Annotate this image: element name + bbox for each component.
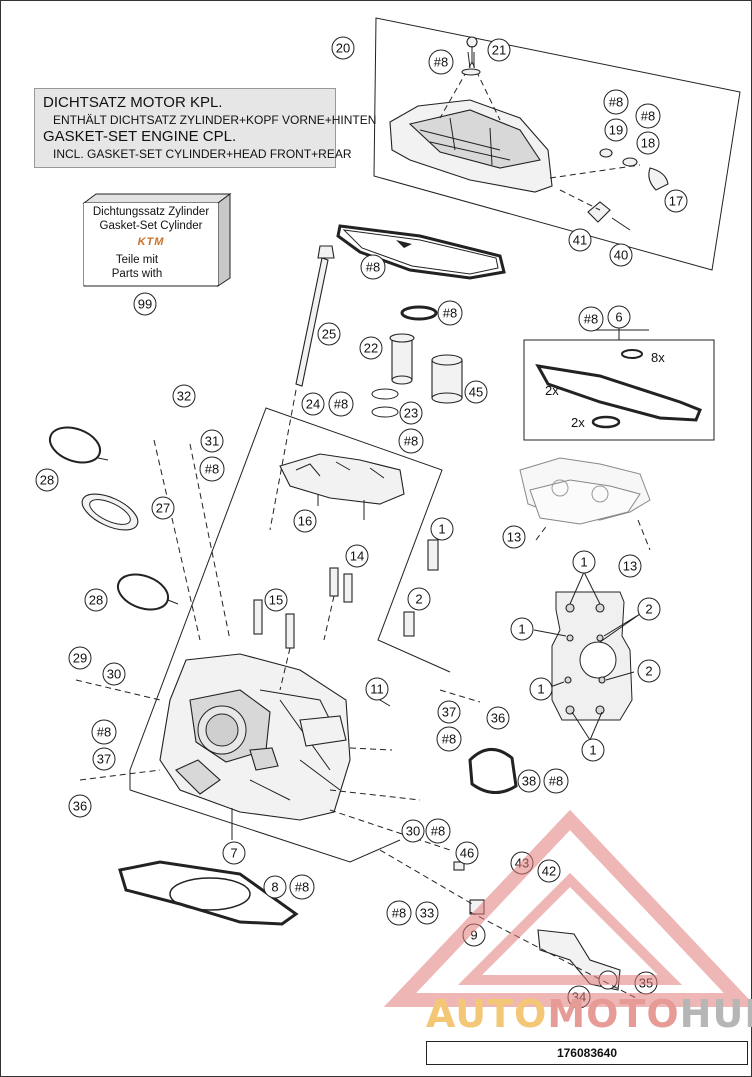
watermark-part2: MOTO: [547, 992, 680, 1036]
valve-cover-gasket: [336, 224, 506, 280]
kit-line4: Parts with: [111, 268, 163, 280]
callout-27: 27: [156, 501, 170, 516]
cylinder-head: [159, 653, 351, 821]
callout-28: 28: [89, 593, 103, 608]
watermark-logo: [383, 809, 752, 1007]
document-number: 176083640: [426, 1041, 748, 1065]
qty-2x: 2x: [545, 383, 559, 398]
oring-38: [468, 748, 518, 794]
spark-plug-tubes: [371, 305, 463, 418]
callout-11: 11: [370, 682, 384, 697]
callout-18: 18: [641, 136, 655, 151]
ref-8: #8: [392, 906, 406, 921]
callout-28: 28: [40, 473, 54, 488]
rocker-arm-assembly: [279, 453, 405, 520]
callout-29: 29: [73, 651, 87, 666]
valve-guides: [403, 539, 439, 637]
kit-line1: Dichtungssatz Zylinder: [92, 206, 210, 218]
callout-6: 6: [615, 310, 622, 325]
ref-8: #8: [404, 434, 418, 449]
callout-37: 37: [442, 705, 456, 720]
ref-8: #8: [431, 824, 445, 839]
callout-32: 32: [177, 389, 191, 404]
gasket-set-cylinder-kit: Dichtungssatz Zylinder Gasket-Set Cylind…: [84, 203, 218, 285]
callout-20: 20: [336, 41, 350, 56]
callout-2: 2: [645, 602, 652, 617]
callout-9: 9: [470, 928, 477, 943]
callout-1: 1: [438, 522, 445, 537]
callout-7: 7: [230, 846, 237, 861]
callout-40: 40: [614, 248, 628, 263]
callout-37: 37: [97, 752, 111, 767]
callout-1: 1: [518, 622, 525, 637]
stud-bolt: [269, 245, 335, 531]
callout-2: 2: [415, 592, 422, 607]
valve-stems: [253, 567, 353, 691]
callout-38: 38: [522, 774, 536, 789]
callout-1: 1: [589, 743, 596, 758]
callout-2: 2: [645, 664, 652, 679]
callout-19: 19: [609, 123, 623, 138]
callout-45: 45: [469, 385, 483, 400]
ref-8: #8: [366, 260, 380, 275]
kit-line2: Gasket-Set Cylinder: [99, 220, 203, 232]
callout-13: 13: [507, 530, 521, 545]
ref-8: #8: [442, 732, 456, 747]
watermark-part3: HUB: [679, 992, 752, 1036]
ref-8: #8: [609, 95, 623, 110]
gasket-label-line2: ENTHÄLT DICHTSATZ ZYLINDER+KOPF VORNE+HI…: [53, 113, 377, 127]
gasket-label-line4: INCL. GASKET-SET CYLINDER+HEAD FRONT+REA…: [53, 147, 352, 161]
ref-8: #8: [295, 880, 309, 895]
callout-30: 30: [107, 667, 121, 682]
ref-8: #8: [205, 462, 219, 477]
watermark-part1: AUTO: [426, 992, 548, 1036]
callout-46: 46: [460, 846, 474, 861]
callout-8: 8: [271, 880, 278, 895]
callout-21: 21: [492, 43, 506, 58]
callout-31: 31: [205, 434, 219, 449]
callout-30: 30: [406, 824, 420, 839]
intake-clamps: [48, 426, 179, 611]
callout-33: 33: [420, 906, 434, 921]
gasket-set-engine-label: DICHTSATZ MOTOR KPL. ENTHÄLT DICHTSATZ Z…: [34, 88, 376, 168]
callout-16: 16: [298, 514, 312, 529]
ref-8: #8: [97, 725, 111, 740]
cylinder-head-gasket: [118, 860, 299, 926]
callout-36: 36: [73, 799, 87, 814]
callout-1: 1: [537, 682, 544, 697]
callout-13: 13: [623, 559, 637, 574]
callout-1: 1: [580, 555, 587, 570]
head-gasket-plate: [533, 571, 641, 741]
ref-8: #8: [434, 55, 448, 70]
gasket-label-line1: DICHTSATZ MOTOR KPL.: [43, 94, 223, 111]
ref-8: #8: [584, 312, 598, 327]
callout-17: 17: [669, 194, 683, 209]
ref-8: #8: [443, 306, 457, 321]
callout-42: 42: [542, 864, 556, 879]
ref-8: #8: [549, 774, 563, 789]
callout-22: 22: [364, 341, 378, 356]
gasket-kit-6-box: [523, 328, 715, 441]
callout-14: 14: [350, 549, 364, 564]
ktm-logo: KTM: [137, 236, 165, 248]
callout-24: 24: [306, 397, 320, 412]
callout-15: 15: [269, 593, 283, 608]
leader-lines: [75, 439, 481, 851]
callout-23: 23: [404, 406, 418, 421]
valve-cover-group: [373, 17, 741, 271]
camshaft-bracket: [519, 457, 651, 551]
kit-line3: Teile mit: [115, 254, 159, 266]
gasket-label-line3: GASKET-SET ENGINE CPL.: [43, 128, 237, 145]
callout-36: 36: [491, 711, 505, 726]
watermark-text: AUTOMOTOHUB: [426, 992, 752, 1036]
qty-8x: 8x: [651, 350, 665, 365]
qty-2x: 2x: [571, 415, 585, 430]
callout-41: 41: [573, 233, 587, 248]
ref-8: #8: [641, 109, 655, 124]
callout-25: 25: [322, 327, 336, 342]
ref-8: #8: [334, 397, 348, 412]
callout-99: 99: [138, 297, 152, 312]
